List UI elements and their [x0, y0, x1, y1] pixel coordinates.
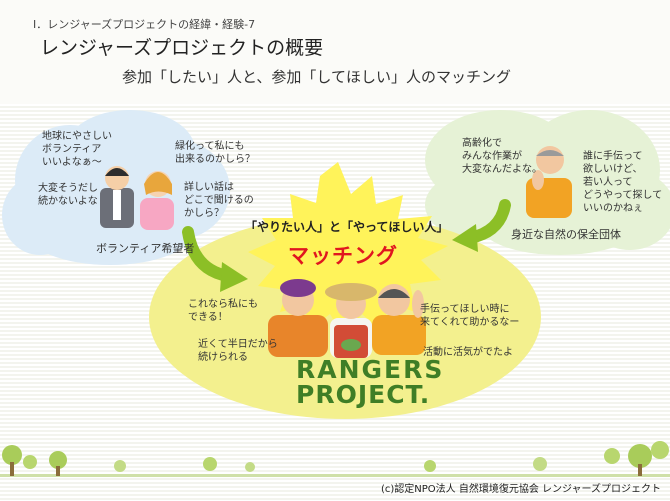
bubble-line: 手伝ってほしい時に	[420, 304, 510, 315]
header-band	[0, 0, 670, 104]
bubble-line: 誰に手伝って	[583, 151, 643, 162]
volunteer-people-icon	[100, 166, 174, 230]
bubble-line: 続かないよな	[38, 196, 98, 207]
matching-bubble: 手伝ってほしい時に 来てくれて助かるなー	[420, 303, 519, 329]
left-arrow-head	[220, 262, 248, 292]
volunteer-cloud	[2, 110, 230, 265]
bubble-line: これなら私にも	[188, 299, 258, 310]
bubble-line: 大変そうだし	[38, 183, 98, 194]
matching-bubble: 近くて半日だから 続けられる	[198, 338, 278, 364]
breadcrumb: Ⅰ．レンジャーズプロジェクトの経緯・経験-7	[33, 18, 256, 31]
bubble-line: 大変なんだよな。	[462, 164, 542, 175]
volunteer-bubble: 詳しい話は どこで聞けるの かしら？	[184, 181, 254, 220]
bubble-line: 高齢化で	[462, 138, 502, 149]
copyright-notice: (c)認定NPO法人 自然環境復元協会 レンジャーズプロジェクト	[381, 484, 662, 495]
rangers-logo-line2: PROJECT.	[296, 380, 431, 409]
volunteer-bubble: 緑化って私にも 出来るのかしら？	[175, 140, 255, 166]
volunteer-label: ボランティア希望者	[96, 242, 195, 255]
bubble-line: 若い人って	[583, 177, 633, 188]
bubble-line: ボランティア	[42, 144, 102, 155]
bubble-line: いいのかねぇ	[583, 203, 643, 214]
bubble-line: かしら？	[184, 208, 224, 219]
slide-subtitle: 参加「したい」人と、参加「してほしい」人のマッチング	[122, 68, 511, 86]
group-label: 身近な自然の保全団体	[511, 228, 621, 241]
volunteer-bubble: 地球にやさしい ボランティア いいよなぁ〜	[42, 130, 112, 169]
matching-headline: 「やりたい人」と「やってほしい人」	[245, 220, 449, 234]
right-arrow-head	[452, 224, 478, 252]
rangers-logo-line1: RANGERS	[296, 355, 445, 384]
bubble-line: 地球にやさしい	[42, 131, 112, 142]
bubble-line: 近くて半日だから	[198, 339, 278, 350]
bubble-line: みんな作業が	[462, 151, 522, 162]
volunteer-bubble: 大変そうだし 続かないよな	[38, 182, 98, 208]
bubble-line: 活動に活気がでたよ	[423, 347, 513, 358]
slide-title: レンジャーズプロジェクトの概要	[40, 37, 324, 59]
matching-title: マッチング	[288, 244, 398, 268]
rangers-group-icon	[268, 279, 426, 358]
bubble-line: できる！	[188, 312, 228, 323]
bubble-line: 欲しいけど、	[583, 164, 643, 175]
bubble-line: 詳しい話は	[184, 182, 234, 193]
bubble-line: 緑化って私にも	[175, 141, 245, 152]
elderly-man-icon	[526, 146, 572, 218]
matching-bubble: 活動に活気がでたよ	[423, 346, 513, 359]
bubble-line: 続けられる	[198, 352, 248, 363]
bubble-line: 出来るのかしら？	[175, 154, 255, 165]
bubble-line: 来てくれて助かるなー	[420, 317, 520, 328]
bubble-line: どこで聞けるの	[184, 195, 254, 206]
group-bubble: 誰に手伝って 欲しいけど、 若い人って どうやって探して いいのかねぇ	[583, 150, 662, 215]
matching-bubble: これなら私にも できる！	[188, 298, 258, 324]
bubble-line: どうやって探して	[583, 190, 663, 201]
tree-icon	[0, 441, 670, 477]
group-bubble: 高齢化で みんな作業が 大変なんだよな。	[462, 137, 542, 176]
bubble-line: いいよなぁ〜	[42, 157, 102, 168]
